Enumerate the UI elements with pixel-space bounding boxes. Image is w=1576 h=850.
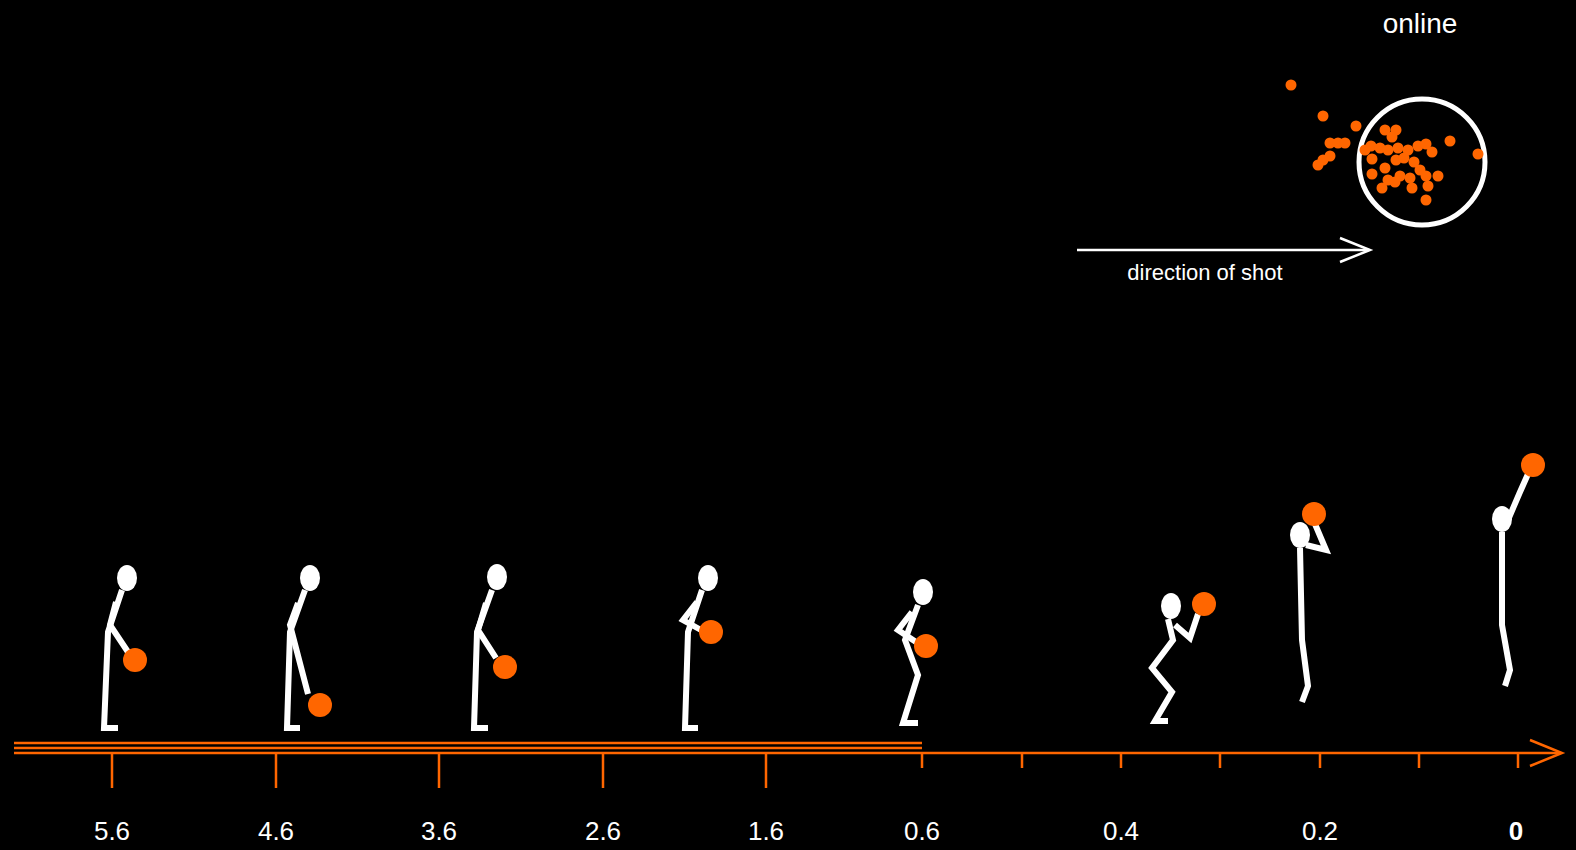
tick-label: 4.6: [258, 818, 294, 844]
tick-label: 2.6: [585, 818, 621, 844]
tick-label: 0.6: [904, 818, 940, 844]
shot-dot: [1367, 169, 1378, 180]
shot-dot: [1351, 121, 1362, 132]
timeline: [14, 740, 1562, 788]
shot-dot: [1395, 171, 1406, 182]
shot-dot: [1433, 171, 1444, 182]
shot-dot: [1318, 111, 1329, 122]
stick-figures: [104, 453, 1545, 728]
shot-dot: [1383, 145, 1394, 156]
shot-dot: [1286, 80, 1297, 91]
direction-label: direction of shot: [1127, 262, 1282, 284]
shot-dot: [1473, 149, 1484, 160]
shot-dot: [1383, 175, 1394, 186]
shot-dot: [1445, 136, 1456, 147]
shot-dot: [1325, 151, 1336, 162]
tick-label: 3.6: [421, 818, 457, 844]
tick-label: 0.4: [1103, 818, 1139, 844]
shot-dot: [1313, 160, 1324, 171]
tick-label: 1.6: [748, 818, 784, 844]
shot-dot: [1421, 195, 1432, 206]
shot-dots: [1286, 80, 1484, 206]
tick-label: 5.6: [94, 818, 130, 844]
shot-dot: [1421, 171, 1432, 182]
shot-dot: [1367, 154, 1378, 165]
shot-dot: [1427, 147, 1438, 158]
inset-title: online: [1383, 10, 1458, 38]
shot-dot: [1340, 138, 1351, 149]
tick-label: 0.2: [1302, 818, 1338, 844]
shot-dot: [1405, 173, 1416, 184]
shot-dot: [1380, 163, 1391, 174]
shot-dot: [1360, 145, 1371, 156]
shot-dot: [1399, 153, 1410, 164]
shot-dot: [1423, 181, 1434, 192]
shot-dot: [1407, 183, 1418, 194]
shot-dot: [1387, 132, 1398, 143]
shot-inset: [1077, 80, 1485, 263]
shot-dot: [1393, 143, 1404, 154]
tick-label: 0: [1509, 818, 1523, 844]
